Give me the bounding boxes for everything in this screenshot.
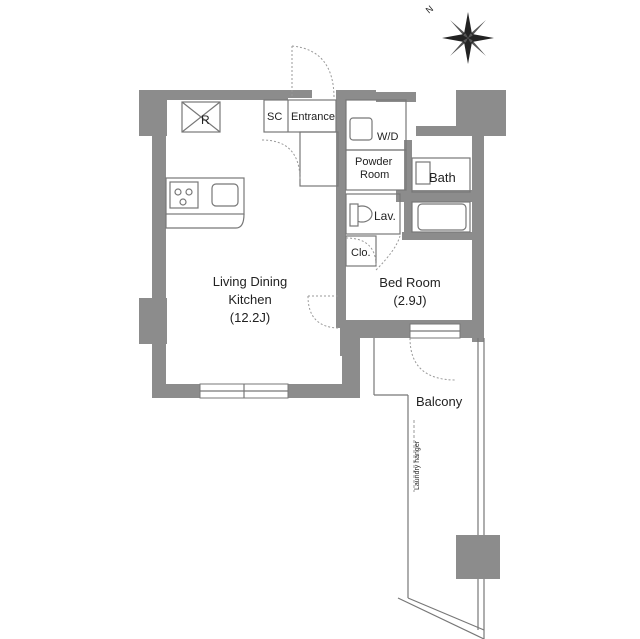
lav-label: Lav. bbox=[374, 209, 396, 223]
sink-icon bbox=[211, 183, 239, 207]
ldk-size: (12.2J) bbox=[230, 310, 270, 325]
balcony-area bbox=[373, 338, 485, 639]
entrance-label: Entrance bbox=[291, 111, 335, 123]
bathtub-icon bbox=[417, 203, 467, 231]
shower-panel bbox=[415, 161, 431, 185]
north-label: N bbox=[424, 4, 435, 16]
stove-icon bbox=[169, 181, 199, 209]
wd-label: W/D bbox=[377, 131, 398, 143]
fridge-label: R bbox=[201, 113, 210, 127]
bath-label: Bath bbox=[429, 170, 456, 185]
sc-label: SC bbox=[267, 111, 282, 123]
closet-label: Clo. bbox=[351, 247, 371, 259]
fixtures bbox=[165, 101, 467, 231]
partitions bbox=[263, 99, 471, 267]
ldk-label-1: Living Dining bbox=[213, 274, 287, 289]
room-labels: R SC Entrance W/D Powder Room Bath Lav. … bbox=[201, 111, 463, 490]
compass-rose-icon bbox=[442, 12, 494, 64]
balcony-label: Balcony bbox=[416, 394, 463, 409]
powder-room-label-1: Powder bbox=[355, 156, 393, 168]
ldk-label-2: Kitchen bbox=[228, 292, 271, 307]
windows bbox=[199, 323, 461, 399]
powder-room-label-2: Room bbox=[360, 169, 389, 181]
washer-space bbox=[349, 117, 373, 141]
door-swings bbox=[261, 45, 457, 381]
bedroom-size: (2.9J) bbox=[393, 293, 426, 308]
bedroom-label: Bed Room bbox=[379, 275, 440, 290]
laundry-hanger-label: Laundry hanger bbox=[414, 440, 421, 490]
